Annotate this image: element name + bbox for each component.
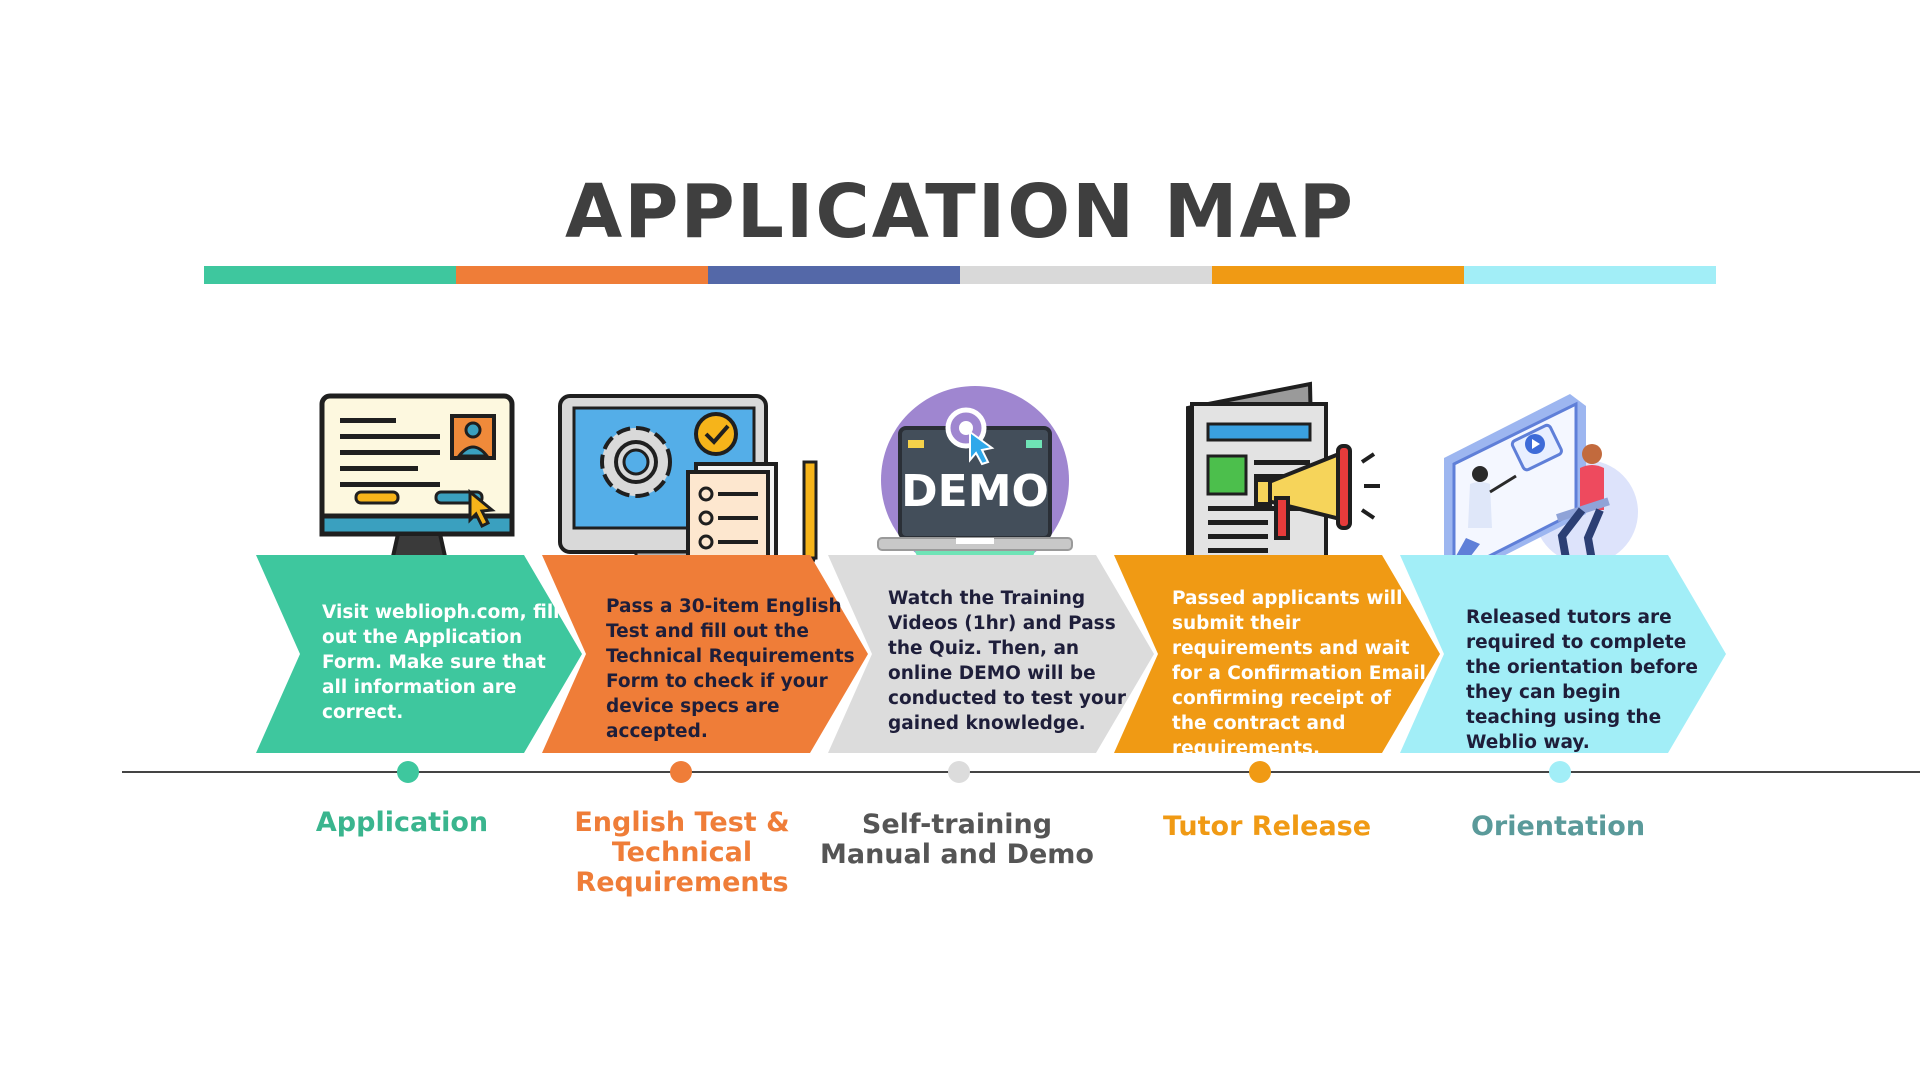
title-color-bar — [204, 266, 1716, 284]
step-self-training-dot — [948, 761, 970, 783]
step-tutor-release-chevron-shape — [1114, 555, 1440, 753]
monitor-form-icon — [318, 392, 518, 586]
step-orientation-chevron-shape — [1400, 555, 1726, 753]
step-tutor-release-dot — [1249, 761, 1271, 783]
demo-text: DEMO — [901, 466, 1049, 517]
step-orientation-chevron — [1400, 555, 1726, 753]
step-self-training-chevron-shape — [828, 555, 1154, 753]
color-bar-segment-2 — [456, 266, 708, 284]
step-orientation-dot — [1549, 761, 1571, 783]
color-bar-segment-3 — [708, 266, 960, 284]
step-application-label: Application — [315, 807, 489, 838]
color-bar-segment-6 — [1464, 266, 1716, 284]
step-application-dot — [397, 761, 419, 783]
step-self-training-label: Self-training Manual and Demo — [820, 809, 1094, 870]
color-bar-segment-1 — [204, 266, 456, 284]
step-english-test-chevron — [542, 555, 868, 753]
color-bar-segment-4 — [960, 266, 1212, 284]
page-title: APPLICATION MAP — [564, 169, 1356, 255]
step-english-test-chevron-shape — [542, 555, 868, 753]
timeline-line — [122, 771, 1920, 773]
step-english-test-dot — [670, 761, 692, 783]
step-tutor-release-label: Tutor Release — [1162, 811, 1372, 842]
step-english-test-label: English Test & Technical Requirements — [574, 807, 790, 898]
online-teaching-icon — [1436, 388, 1650, 588]
step-application-chevron-shape — [256, 555, 582, 753]
step-application-description: Visit weblioph.com, fill out the Applica… — [322, 602, 560, 723]
step-orientation-description: Released tutors are required to complete… — [1466, 607, 1698, 753]
step-tutor-release-chevron — [1114, 555, 1440, 753]
newspaper-megaphone-icon — [1180, 380, 1390, 580]
step-self-training-chevron — [828, 555, 1154, 753]
step-application-chevron — [256, 555, 582, 753]
step-english-test-description: Pass a 30-item English Test and fill out… — [606, 596, 855, 742]
step-self-training-description: Watch the Training Videos (1hr) and Pass… — [888, 588, 1127, 734]
color-bar-segment-5 — [1212, 266, 1464, 284]
step-tutor-release-description: Passed applicants will submit their requ… — [1172, 588, 1426, 759]
step-orientation-label: Orientation — [1470, 811, 1646, 842]
